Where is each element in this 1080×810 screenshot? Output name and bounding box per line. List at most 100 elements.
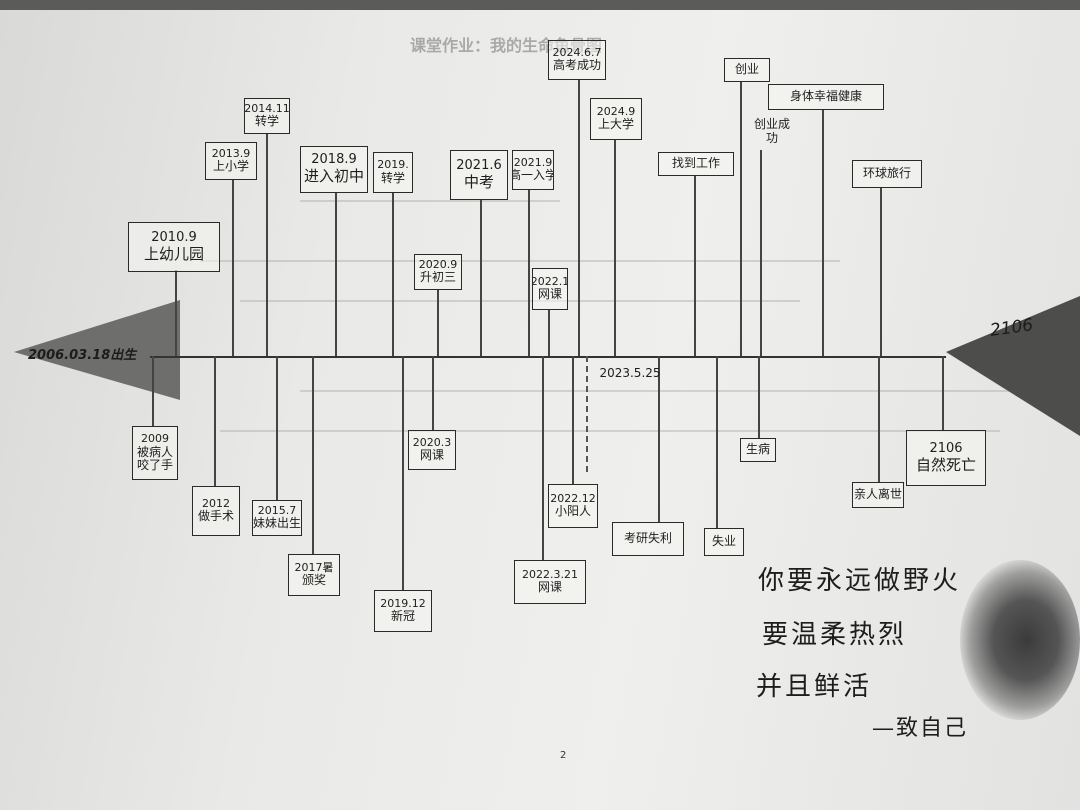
event-box-bottom: 2015.7 妹妹出生	[252, 500, 302, 536]
bone-bottom	[312, 356, 314, 554]
event-label: 被病人咬了手	[136, 444, 173, 473]
event-label: 小阳人	[554, 504, 591, 519]
poem-line: 要温柔热烈	[762, 620, 908, 650]
bone-top	[232, 180, 234, 356]
event-date: 2024.6.7	[552, 45, 602, 59]
bleed-through-line	[300, 200, 560, 202]
event-label: 高一入学	[513, 168, 553, 183]
event-date: 2010.9	[151, 229, 197, 245]
event-label: 转学	[254, 114, 279, 129]
event-date: 2018.9	[311, 152, 357, 168]
poem-line: 并且鲜活	[756, 672, 873, 702]
event-label: 创业成功	[754, 117, 791, 145]
event-box-top: 找到工作	[658, 152, 734, 176]
fish-spine	[150, 356, 946, 358]
event-label: 做手术	[197, 509, 234, 524]
bone-bottom	[542, 356, 544, 560]
bone-top	[548, 310, 550, 356]
event-box-bottom: 2022.12 小阳人	[548, 484, 598, 528]
event-label: 网课	[419, 448, 444, 463]
event-date: 2021.6	[456, 157, 502, 173]
event-label: 考研失利	[623, 531, 672, 546]
event-label: 中考	[463, 172, 494, 191]
bone-bottom	[152, 356, 154, 426]
event-box-bottom: 2022.3.21 网课	[514, 560, 586, 604]
bleed-through-line	[300, 390, 1020, 392]
bone-bottom	[758, 356, 760, 438]
event-label: 身体幸福健康	[789, 89, 862, 104]
event-box-bottom: 2019.12 新冠	[374, 590, 432, 632]
bleed-through-line	[200, 260, 840, 262]
event-label: 网课	[537, 580, 562, 595]
event-box-bottom: 2017暑 颁奖	[288, 554, 340, 596]
event-box-bottom: 失业	[704, 528, 744, 556]
event-label: 上小学	[212, 159, 249, 174]
event-label: 新冠	[390, 609, 415, 624]
event-box-top: 创业成功	[748, 112, 796, 152]
event-date: 2009	[141, 431, 169, 445]
event-date: 2022.12	[550, 491, 596, 505]
bone-bottom	[878, 356, 880, 482]
bone-top	[480, 200, 482, 356]
event-box-top: 2020.9 升初三	[414, 254, 462, 290]
event-box-top: 2013.9 上小学	[205, 142, 257, 180]
poem-signature: —致自己	[872, 716, 969, 741]
event-date: 2020.9	[418, 257, 458, 271]
event-date: 2024.9	[596, 104, 636, 118]
bone-top	[578, 80, 580, 356]
bone-top	[528, 190, 530, 356]
bone-bottom	[658, 356, 660, 522]
event-box-top: 2019. 转学	[373, 152, 413, 193]
event-label: 亲人离世	[854, 487, 903, 502]
event-date: 2014.11	[244, 101, 290, 115]
event-date: 2023.5.25	[599, 366, 661, 381]
poem-line: 你要永远做野火	[758, 566, 962, 596]
bone-top	[740, 82, 742, 356]
event-label: 上大学	[597, 117, 634, 132]
event-label: 生病	[745, 442, 770, 457]
event-date: 2021.9	[513, 155, 553, 169]
bone-top	[822, 110, 824, 356]
event-box-bottom: 2020.3 网课	[408, 430, 456, 470]
event-box-top: 2014.11 转学	[244, 98, 290, 134]
bone-top	[266, 134, 268, 356]
bone-top	[880, 188, 882, 356]
bone-bottom	[942, 356, 944, 430]
event-label: 进入初中	[303, 167, 364, 186]
bone-bottom	[214, 356, 216, 486]
event-box-top: 2010.9 上幼儿园	[128, 222, 220, 272]
event-date: 2020.3	[412, 435, 452, 449]
bleed-through-line	[220, 430, 1000, 432]
paper-sheet: 课堂作业：我的生命鱼骨图	[0, 10, 1080, 810]
fingerprint-smudge	[960, 560, 1080, 720]
event-box-bottom: 2106 自然死亡	[906, 430, 986, 486]
event-label: 创业	[734, 62, 759, 77]
event-date: 2013.9	[211, 146, 251, 160]
event-label: 找到工作	[671, 156, 720, 171]
event-label: 转学	[380, 170, 405, 185]
event-date: 2019.	[377, 158, 409, 172]
event-box-top: 身体幸福健康	[768, 84, 884, 110]
bone-bottom	[572, 356, 574, 484]
event-box-bottom: 2009 被病人咬了手	[132, 426, 178, 480]
event-date: 2012	[202, 496, 230, 510]
bone-top	[335, 193, 337, 356]
event-date: 2106	[929, 440, 963, 456]
bone-bottom-dashed	[586, 356, 588, 476]
event-box-top: 创业	[724, 58, 770, 82]
bone-top	[175, 270, 177, 356]
event-box-bottom: 考研失利	[612, 522, 684, 556]
event-box-top: 2024.9 上大学	[590, 98, 642, 140]
event-box-bottom: 2023.5.25	[590, 362, 670, 386]
bone-top	[614, 140, 616, 356]
bone-bottom	[276, 356, 278, 500]
bone-top	[392, 193, 394, 356]
bleed-through-line	[240, 300, 800, 302]
event-label: 自然死亡	[915, 455, 976, 474]
event-label: 高考成功	[552, 58, 601, 73]
bone-bottom	[432, 356, 434, 430]
event-box-bottom: 生病	[740, 438, 776, 462]
bone-top	[437, 290, 439, 356]
event-box-top: 2022.1 网课	[532, 268, 568, 310]
